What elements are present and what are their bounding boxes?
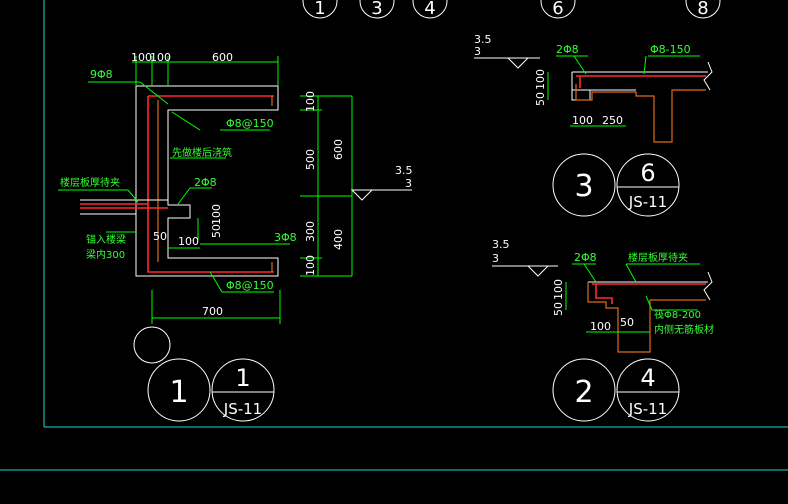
grid-bubble-label: 8	[697, 0, 708, 19]
note-inside: 内侧无筋板材	[654, 323, 714, 336]
note-floor-edge: 楼层板厚待夹	[60, 176, 120, 189]
main-rebar	[147, 95, 274, 273]
elevation-triangle	[526, 265, 550, 277]
rebar-label-d8-150: Φ8@150	[226, 117, 274, 130]
dim-50: 50	[210, 224, 223, 238]
dim-300: 300	[304, 221, 317, 242]
dim-100: 100	[552, 279, 565, 300]
concrete-outline	[135, 85, 279, 277]
dim-100: 100	[304, 91, 317, 112]
break-line	[703, 271, 713, 301]
dim-100: 100	[210, 204, 223, 225]
dim-400: 400	[332, 229, 345, 250]
detail-title-bubble	[552, 153, 616, 217]
elevation-sub: 3	[492, 252, 499, 265]
detail-title-bubble	[552, 358, 616, 422]
concrete-section	[587, 282, 706, 353]
elevation-triangle	[506, 57, 530, 69]
stirrup-rebar	[157, 96, 273, 272]
dim-50: 50	[620, 316, 634, 329]
detail-1: 3.5 3 100 100 600 9Φ8 Φ8@150 先做楼后浇筑 2Φ8 …	[58, 51, 413, 422]
dim-100: 100	[572, 114, 593, 127]
dim-600: 600	[332, 139, 345, 160]
dim-100: 100	[178, 235, 199, 248]
detail-reference-bubble	[211, 358, 275, 422]
axis-bubble	[133, 326, 171, 364]
sheet-frame	[0, 0, 788, 471]
detail-reference-bubble	[616, 153, 680, 217]
dim-100: 100	[304, 255, 317, 276]
top-grid-bubbles: 1 3 4 6 8	[302, 0, 721, 19]
note-embed: 锚入楼梁	[86, 233, 126, 246]
dim-100: 100	[534, 69, 547, 90]
dim-100: 100	[131, 51, 152, 64]
detail-3: 3.5 3 2Φ8 Φ8-150 50 100 100 250 3 6 JS-1…	[474, 33, 713, 217]
slab-edge	[80, 199, 168, 215]
dim-600: 600	[212, 51, 233, 64]
break-line	[703, 61, 713, 91]
grid-bubble-label: 3	[371, 0, 382, 19]
rebar-label-3d8: 3Φ8	[274, 231, 297, 244]
slab-rebar	[592, 283, 706, 304]
detail-number: 2	[574, 375, 593, 410]
elevation-value: 3.5	[474, 33, 492, 46]
elevation-value: 3.5	[492, 238, 510, 251]
reference-sheet: JS-11	[223, 400, 262, 418]
reference-number: 1	[235, 364, 250, 392]
rebar-label-9d8: 9Φ8	[90, 68, 113, 81]
rebar-label-2d8: 2Φ8	[194, 176, 217, 189]
elevation-marker-1: 3.5 3	[350, 164, 413, 201]
slab-rebar	[80, 203, 168, 209]
dim-100: 100	[590, 320, 611, 333]
dim-50: 50	[552, 302, 565, 316]
reference-number: 6	[640, 159, 655, 187]
note-first-pour: 先做楼后浇筑	[172, 146, 232, 159]
note-embed: 梁内300	[86, 248, 125, 261]
elevation-sub: 3	[474, 45, 481, 58]
dim-50: 50	[153, 230, 167, 243]
detail-reference-bubble	[616, 358, 680, 422]
reference-sheet: JS-11	[628, 400, 667, 418]
dim-250: 250	[602, 114, 623, 127]
dim-500: 500	[304, 149, 317, 170]
dim-700: 700	[202, 305, 223, 318]
leader-lines	[58, 56, 353, 324]
rebar-label-2d8: 2Φ8	[574, 251, 597, 264]
detail-number: 3	[574, 169, 593, 204]
elevation-sub: 3	[405, 177, 412, 190]
grid-bubble-label: 6	[552, 0, 563, 19]
rebar-label-2d8: 2Φ8	[556, 43, 579, 56]
elevation-value: 3.5	[395, 164, 413, 177]
dim-100: 100	[150, 51, 171, 64]
grid-bubble-label: 1	[314, 0, 325, 19]
reference-sheet: JS-11	[628, 193, 667, 211]
dim-50: 50	[534, 92, 547, 106]
detail-title-bubble	[147, 358, 211, 422]
detail-number: 1	[169, 375, 188, 410]
slab-outline	[572, 71, 708, 91]
concrete-section	[575, 84, 706, 143]
reference-number: 4	[640, 364, 655, 392]
note-floor-edge: 楼层板厚待夹	[628, 251, 688, 264]
rebar-label-d8-200: 筏Φ8-200	[654, 308, 701, 321]
rebar-label-d8-150: Φ8@150	[226, 279, 274, 292]
grid-bubble-label: 4	[424, 0, 435, 19]
rebar-label-d8-150: Φ8-150	[650, 43, 691, 56]
slab-rebar	[576, 75, 706, 88]
detail-2: 3.5 3 2Φ8 楼层板厚待夹 50 100 100 50 筏Φ8-200 内…	[492, 238, 714, 422]
